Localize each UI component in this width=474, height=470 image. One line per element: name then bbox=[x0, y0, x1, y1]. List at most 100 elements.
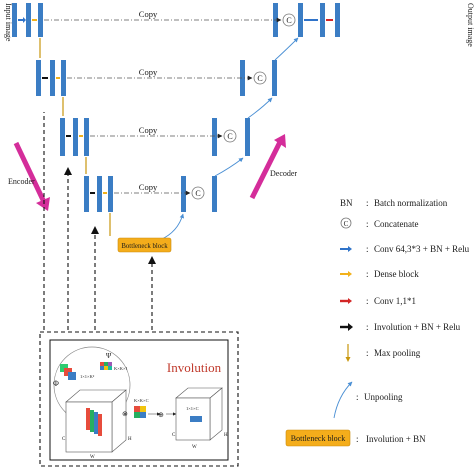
feature-block bbox=[320, 3, 325, 37]
legend-concat-text: Concatenate bbox=[374, 219, 418, 229]
legend-black-arrow-head bbox=[348, 323, 353, 331]
concat-symbol: C bbox=[286, 16, 291, 25]
skip-connections: Copy Copy Copy Copy bbox=[44, 9, 282, 196]
pointer-head bbox=[148, 256, 156, 264]
unpooling-arc bbox=[247, 97, 273, 119]
feature-block bbox=[60, 118, 65, 156]
group-cell bbox=[134, 406, 140, 412]
decoder-level-4: C bbox=[181, 176, 217, 212]
concat-node bbox=[223, 129, 237, 143]
concat-symbol: C bbox=[227, 132, 232, 141]
output-feature-cube bbox=[175, 387, 223, 441]
psi-symbol: Ψ bbox=[106, 352, 112, 360]
feature-block bbox=[245, 118, 250, 156]
feature-block bbox=[50, 60, 55, 96]
dim-h: H bbox=[224, 433, 228, 438]
encoder-level-1 bbox=[12, 3, 43, 58]
legend-separator: : bbox=[356, 434, 359, 444]
kernel-cell bbox=[104, 366, 108, 370]
kernel-label-1: 1×1×K² bbox=[80, 374, 95, 379]
concat-symbol: C bbox=[257, 74, 262, 83]
dim-c: C bbox=[172, 433, 176, 438]
unpooling-arc bbox=[159, 213, 185, 241]
bottleneck-block bbox=[117, 237, 172, 253]
involution-title: Involution bbox=[167, 360, 222, 375]
legend: BN : Batch normalization C : Concatenate… bbox=[285, 198, 470, 447]
unpooling-arc bbox=[274, 37, 299, 61]
unpooling-arc bbox=[214, 157, 244, 177]
legend-conv-text: Conv 64,3*3 + BN + Relu bbox=[374, 244, 470, 254]
out-label: 1×1×C bbox=[186, 406, 199, 411]
pointer-head bbox=[64, 167, 72, 175]
feature-block bbox=[84, 176, 89, 212]
feature-block bbox=[73, 118, 78, 156]
copy-label: Copy bbox=[139, 125, 158, 135]
encoder-arrow-shaft bbox=[13, 141, 47, 204]
legend-separator: : bbox=[356, 392, 359, 402]
legend-dense-text: Dense block bbox=[374, 269, 419, 279]
feature-block bbox=[12, 3, 17, 37]
feature-block bbox=[84, 118, 89, 156]
legend-bottleneck-key: Bottleneck block bbox=[291, 434, 345, 443]
input-image-label: Input image bbox=[4, 3, 13, 42]
legend-yellow-arrow-head bbox=[348, 271, 352, 277]
legend-red-arrow-head bbox=[348, 298, 352, 304]
legend-separator: : bbox=[366, 198, 369, 208]
decoder-level-2: C bbox=[240, 60, 277, 96]
feature-block bbox=[240, 60, 245, 96]
encoder-label: Encoder bbox=[8, 177, 35, 186]
kernel-slice bbox=[90, 410, 94, 432]
feature-block bbox=[97, 176, 102, 212]
output-pixel bbox=[190, 416, 202, 422]
feature-block bbox=[38, 3, 43, 37]
legend-unpool-icon bbox=[333, 381, 353, 419]
legend-separator: : bbox=[366, 296, 369, 306]
encoder-level-2 bbox=[36, 60, 66, 116]
legend-bottleneck-icon bbox=[285, 429, 351, 447]
legend-separator: : bbox=[366, 322, 369, 332]
group-cell bbox=[140, 406, 146, 412]
involution-outer-frame bbox=[39, 331, 239, 467]
feature-block bbox=[26, 3, 31, 37]
conv-arrow-head bbox=[23, 17, 26, 23]
copy-label: Copy bbox=[139, 67, 158, 77]
legend-pool-text: Max pooling bbox=[374, 348, 421, 358]
dim-c: C bbox=[62, 437, 66, 442]
decoder-arrow-shaft bbox=[249, 140, 283, 200]
group-cell bbox=[140, 412, 146, 418]
kernel-cell bbox=[108, 362, 112, 366]
legend-bn-text: Batch normalization bbox=[374, 198, 448, 208]
decoder-level-1: C bbox=[273, 3, 340, 37]
feature-block bbox=[36, 60, 41, 96]
group-label: K×K×C bbox=[134, 398, 149, 403]
kernel-cell bbox=[108, 366, 112, 370]
kernel-slice bbox=[94, 412, 98, 434]
kernel-label-2: K×K×1 bbox=[114, 366, 128, 371]
feature-block bbox=[272, 60, 277, 96]
legend-separator: : bbox=[366, 219, 369, 229]
legend-separator: : bbox=[366, 348, 369, 358]
phi-symbol: Φ bbox=[53, 379, 59, 388]
kernel-cube bbox=[68, 372, 76, 380]
dim-h: H bbox=[128, 437, 132, 442]
concat-node bbox=[282, 13, 296, 27]
kernel-cell bbox=[100, 362, 104, 366]
legend-concat-symbol: C bbox=[344, 220, 349, 228]
concat-node bbox=[253, 71, 267, 85]
encoder-level-4 bbox=[84, 176, 113, 236]
feature-block bbox=[335, 3, 340, 37]
kernel-slice bbox=[86, 408, 90, 430]
feature-block bbox=[61, 60, 66, 96]
kernel-cell bbox=[104, 362, 108, 366]
feature-block bbox=[298, 3, 303, 37]
bottleneck-label: Bottleneck block bbox=[121, 243, 168, 250]
decoder-label: Decoder bbox=[270, 169, 297, 178]
dim-w: W bbox=[90, 455, 95, 460]
decoder-level-3: C bbox=[212, 118, 250, 156]
group-cell bbox=[134, 412, 140, 418]
legend-pool-arrow-head bbox=[345, 357, 351, 362]
legend-conv1x1-text: Conv 1,1*1 bbox=[374, 296, 416, 306]
output-image-label: Output image bbox=[466, 3, 474, 47]
involution-pointers bbox=[43, 112, 153, 330]
